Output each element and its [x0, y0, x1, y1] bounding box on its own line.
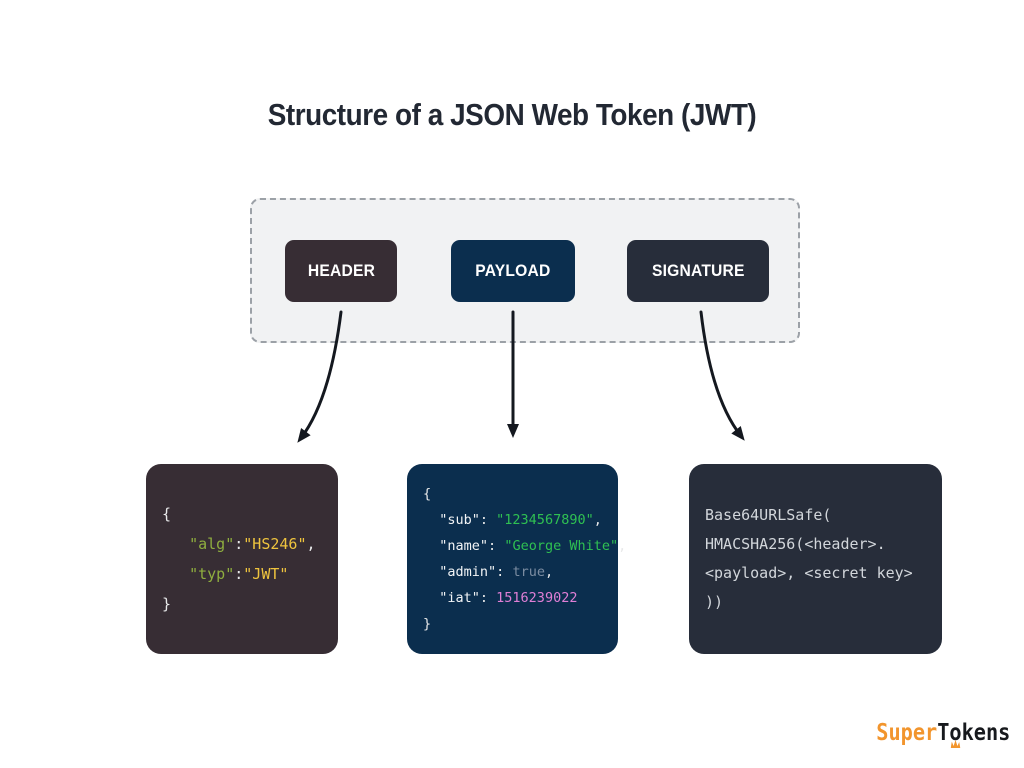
- logo-text-super: Super: [875, 720, 937, 746]
- header-segment: HEADER: [285, 240, 397, 302]
- logo-text-kens: kens: [961, 720, 1010, 746]
- logo-rocket-o-icon: o: [949, 720, 962, 746]
- supertokens-logo: SuperTokens: [876, 720, 1010, 746]
- payload-segment-label: PAYLOAD: [475, 261, 551, 280]
- payload-segment: PAYLOAD: [451, 240, 575, 302]
- header-code-box: { "alg":"HS246", "typ":"JWT"}: [146, 464, 338, 654]
- signature-segment-label: SIGNATURE: [651, 261, 745, 280]
- payload-code-box: { "sub": "1234567890", "name": "George W…: [407, 464, 626, 654]
- signature-segment: SIGNATURE: [627, 240, 769, 302]
- header-segment-label: HEADER: [307, 261, 375, 280]
- signature-code-box: Base64URLSafe(HMACSHA256(<header>.<paylo…: [689, 464, 942, 654]
- logo-text-t: T: [936, 720, 950, 746]
- page-title: Structure of a JSON Web Token (JWT): [267, 97, 757, 132]
